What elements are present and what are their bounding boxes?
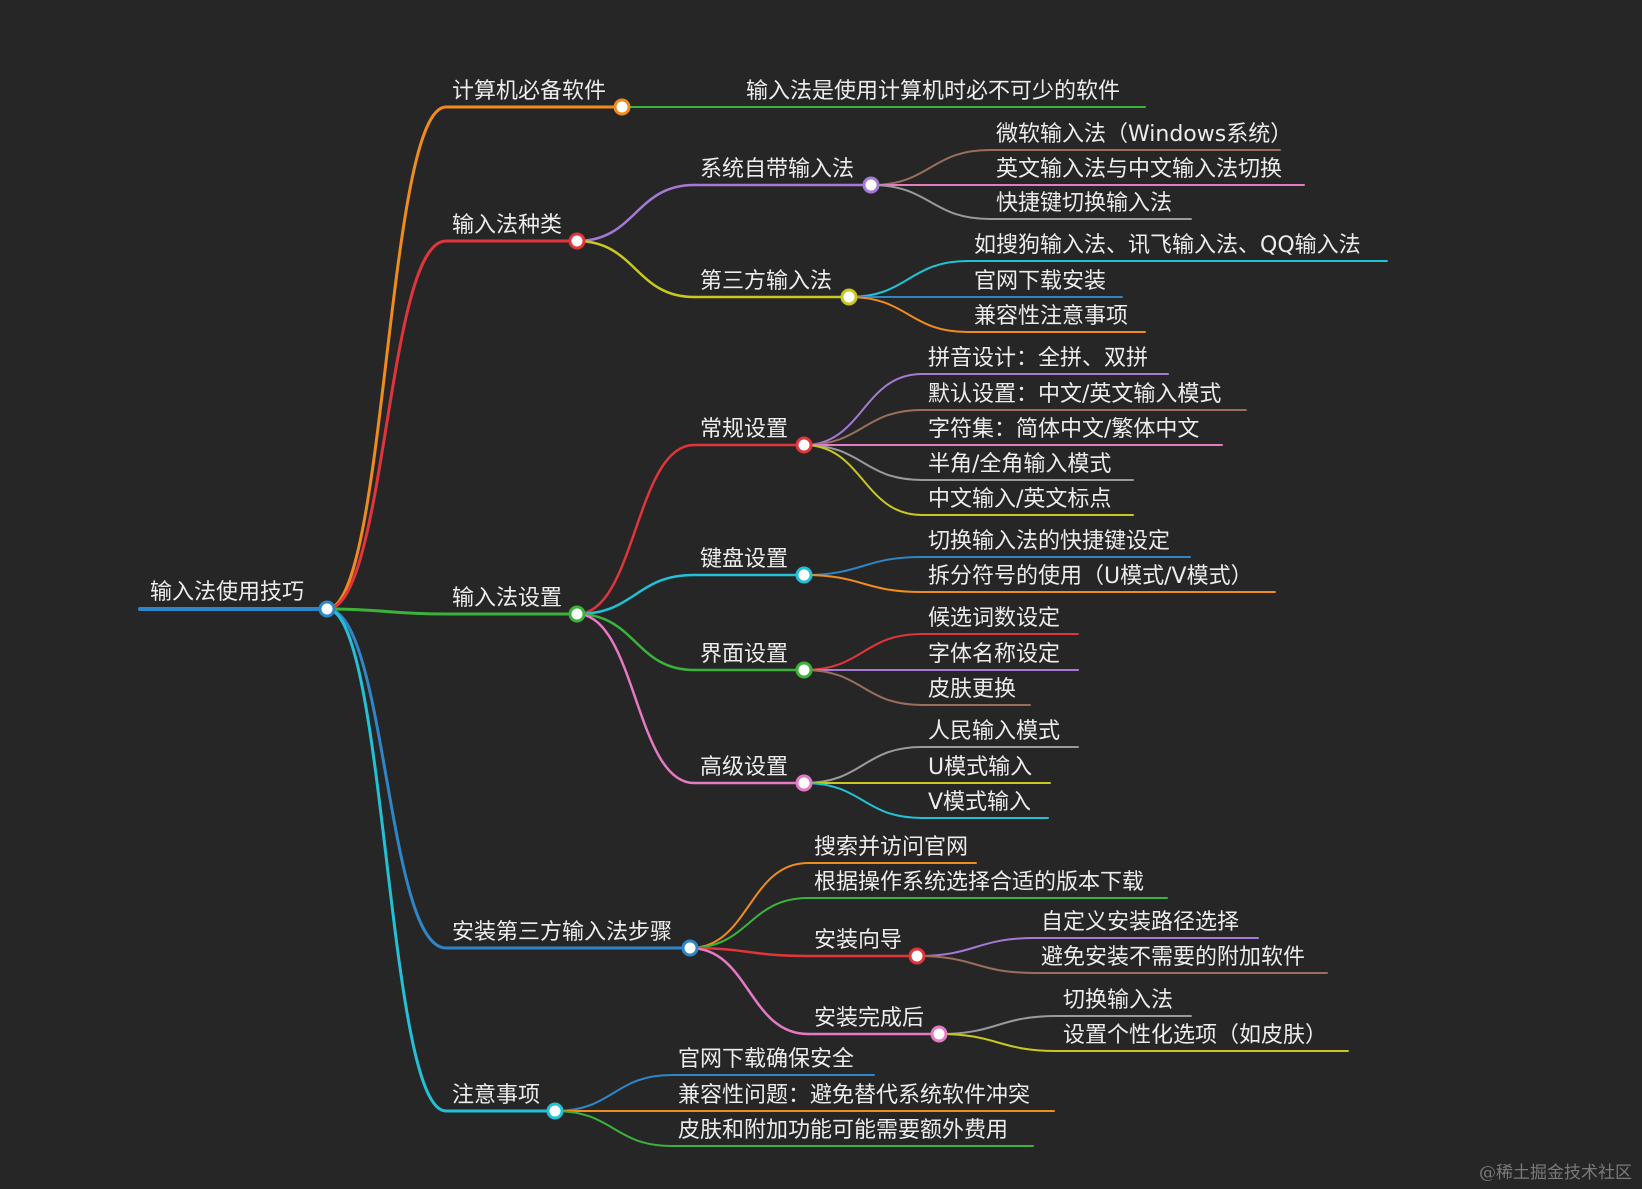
thirdparty-item-3: 兼容性注意事项	[974, 304, 1129, 329]
general-item-2: 默认设置：中文/英文输入模式	[928, 382, 1222, 407]
wizard-item-2: 避免安装不需要的附加软件	[1041, 945, 1306, 970]
builtin-item-3-connector	[870, 184, 991, 220]
branch-install-dot[interactable]	[681, 939, 699, 957]
settings-interface-connector	[575, 612, 696, 672]
branch-install: 安装第三方输入法步骤	[452, 920, 673, 945]
types-thirdparty: 第三方输入法	[700, 269, 833, 294]
install-after: 安装完成后	[814, 1006, 925, 1031]
advanced-item-3-connector	[803, 782, 923, 819]
general-item-2-connector	[803, 409, 923, 446]
types-builtin: 系统自带输入法	[700, 157, 855, 182]
software-item-1: 输入法是使用计算机时必不可少的软件	[746, 79, 1121, 104]
notes-item-3-connector	[554, 1110, 673, 1147]
install-step-2: 根据操作系统选择合适的版本下载	[814, 870, 1145, 895]
branch-settings-connector	[325, 607, 448, 616]
branch-settings: 输入法设置	[452, 586, 563, 611]
builtin-item-2: 英文输入法与中文输入法切换	[996, 157, 1283, 182]
branch-notes-connector	[325, 607, 448, 1113]
install-wizard-dot[interactable]	[908, 947, 926, 965]
branch-software-dot[interactable]	[613, 98, 631, 116]
after-item-2: 设置个性化选项（如皮肤）	[1063, 1023, 1328, 1048]
wizard-item-1-connector	[916, 937, 1036, 957]
settings-advanced: 高级设置	[700, 755, 789, 780]
advanced-item-1-connector	[803, 746, 923, 784]
types-thirdparty-dot[interactable]	[840, 288, 858, 306]
settings-interface: 界面设置	[700, 642, 789, 667]
install-wizard-connector	[688, 946, 810, 958]
general-item-3: 字符集：简体中文/繁体中文	[928, 417, 1200, 442]
builtin-item-1-connector	[870, 149, 991, 186]
install-after-dot[interactable]	[930, 1025, 948, 1043]
after-item-2-connector	[938, 1033, 1058, 1052]
builtin-item-1: 微软输入法（Windows系统）	[996, 122, 1293, 147]
settings-general-dot[interactable]	[795, 436, 813, 454]
wizard-item-2-connector	[916, 955, 1036, 974]
watermark: @稀土掘金技术社区	[1479, 1163, 1632, 1183]
notes-item-2: 兼容性问题：避免替代系统软件冲突	[678, 1083, 1031, 1108]
settings-general-connector	[575, 443, 696, 616]
general-item-5-connector	[803, 444, 923, 516]
settings-interface-dot[interactable]	[795, 661, 813, 679]
install-step-1: 搜索并访问官网	[814, 835, 969, 860]
thirdparty-item-1: 如搜狗输入法、讯飞输入法、QQ输入法	[974, 233, 1361, 258]
after-item-1-connector	[938, 1015, 1058, 1035]
branch-install-connector	[325, 607, 448, 950]
interface-item-3-connector	[803, 669, 923, 706]
general-item-4-connector	[803, 444, 923, 481]
install-step-2-connector	[689, 897, 809, 949]
root-node-dot[interactable]	[318, 600, 336, 618]
install-step-1-connector	[689, 862, 809, 949]
notes-item-3: 皮肤和附加功能可能需要额外费用	[678, 1118, 1009, 1143]
general-item-5: 中文输入/英文标点	[928, 487, 1112, 512]
advanced-item-3: V模式输入	[928, 790, 1032, 815]
settings-keyboard-connector	[575, 573, 696, 616]
interface-item-1-connector	[803, 633, 923, 671]
settings-keyboard-dot[interactable]	[795, 566, 813, 584]
settings-advanced-connector	[575, 612, 696, 785]
branch-notes: 注意事项	[452, 1083, 541, 1108]
branch-types-dot[interactable]	[568, 232, 586, 250]
branch-notes-dot[interactable]	[546, 1102, 564, 1120]
general-item-1: 拼音设计：全拼、双拼	[928, 346, 1149, 371]
types-thirdparty-connector	[575, 239, 696, 299]
advanced-item-1: 人民输入模式	[928, 719, 1061, 744]
after-item-1: 切换输入法	[1063, 988, 1174, 1013]
types-builtin-connector	[575, 183, 696, 243]
install-wizard: 安装向导	[814, 928, 903, 953]
branch-types: 输入法种类	[452, 213, 563, 238]
notes-item-1-connector	[554, 1074, 673, 1112]
branch-software-connector	[325, 105, 448, 611]
branch-settings-dot[interactable]	[568, 605, 586, 623]
keyboard-item-1: 切换输入法的快捷键设定	[928, 529, 1171, 554]
thirdparty-item-3-connector	[848, 296, 969, 333]
settings-general: 常规设置	[700, 417, 789, 442]
general-item-1-connector	[803, 373, 923, 446]
keyboard-item-2: 拆分符号的使用（U模式/V模式）	[928, 564, 1253, 589]
thirdparty-item-2: 官网下载安装	[974, 269, 1107, 294]
thirdparty-item-1-connector	[848, 260, 969, 298]
settings-advanced-dot[interactable]	[795, 774, 813, 792]
notes-item-1: 官网下载确保安全	[678, 1047, 855, 1072]
advanced-item-2: U模式输入	[928, 755, 1033, 780]
keyboard-item-1-connector	[803, 556, 923, 576]
keyboard-item-2-connector	[803, 574, 923, 593]
branch-types-connector	[325, 239, 448, 611]
settings-keyboard: 键盘设置	[700, 547, 789, 572]
branch-software: 计算机必备软件	[452, 79, 607, 104]
root-label: 输入法使用技巧	[150, 580, 305, 605]
general-item-4: 半角/全角输入模式	[928, 452, 1112, 477]
builtin-item-3: 快捷键切换输入法	[996, 191, 1173, 216]
interface-item-2: 字体名称设定	[928, 642, 1061, 667]
interface-item-3: 皮肤更换	[928, 677, 1017, 702]
types-builtin-dot[interactable]	[862, 176, 880, 194]
install-after-connector	[688, 946, 810, 1036]
interface-item-1: 候选词数设定	[928, 606, 1061, 631]
wizard-item-1: 自定义安装路径选择	[1041, 910, 1240, 935]
